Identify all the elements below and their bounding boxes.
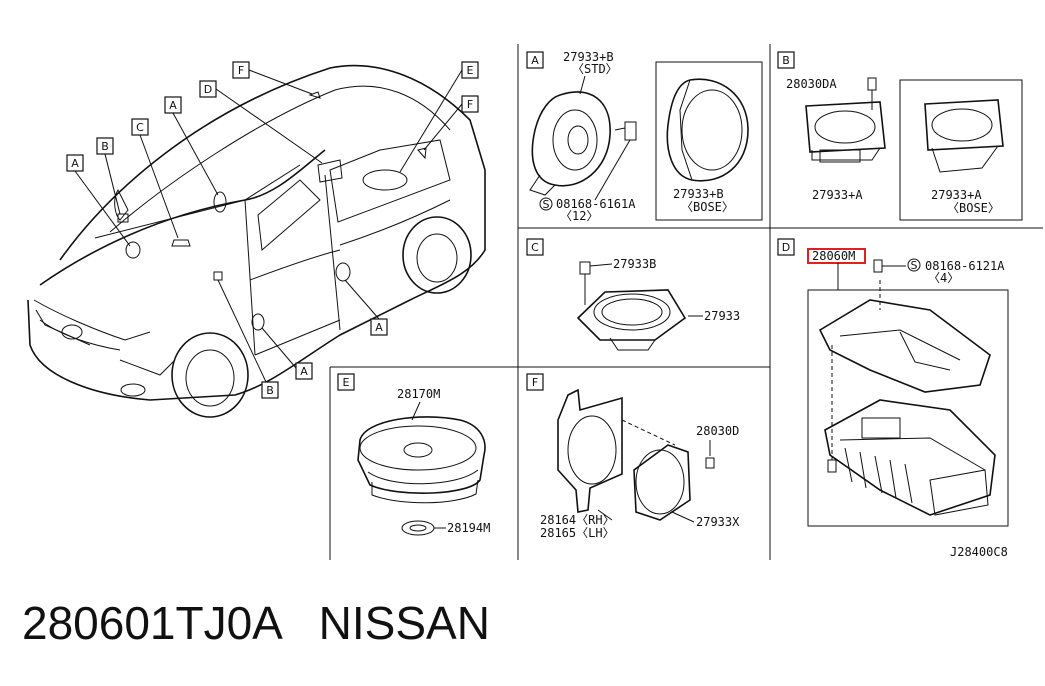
svg-text:〈12〉: 〈12〉 (560, 209, 598, 223)
speaker-bose-a (666, 78, 749, 182)
part-caption: 280601TJ0A NISSAN (22, 596, 490, 650)
callout-a-1: A (66, 154, 131, 247)
svg-text:E: E (467, 64, 474, 77)
callout-d: D (199, 80, 323, 164)
callout-f-1: F (232, 61, 313, 95)
svg-text:E: E (343, 376, 350, 389)
speaker-c (576, 289, 687, 351)
bolt-b (867, 77, 877, 91)
callout-e: E (399, 61, 479, 173)
amplifier-mark (317, 159, 343, 183)
bracket-f (557, 388, 623, 513)
svg-text:F: F (467, 98, 473, 111)
panel-d: D 28060M S 08168-6121A 〈4〉 (777, 238, 1009, 527)
speaker-f (633, 444, 691, 521)
svg-text:A: A (169, 99, 177, 112)
svg-text:〈STD〉: 〈STD〉 (572, 62, 618, 76)
svg-text:28030DA: 28030DA (786, 77, 837, 91)
svg-text:A: A (531, 54, 539, 67)
panel-a: A 27933+B 〈STD〉 S 08168-6161A 〈12〉 27933… (526, 50, 763, 223)
tweeter-b-rear (213, 271, 223, 281)
svg-text:C: C (136, 121, 144, 134)
svg-text:27933: 27933 (704, 309, 740, 323)
svg-text:S: S (911, 259, 918, 272)
svg-text:08168-6121A: 08168-6121A (925, 259, 1005, 273)
svg-text:28060M: 28060M (812, 249, 855, 263)
speaker-front-door-lower (251, 313, 265, 331)
svg-text:B: B (782, 54, 790, 67)
screw-a (624, 121, 637, 141)
callout-f-2: F (423, 95, 479, 151)
svg-text:B: B (266, 384, 274, 397)
svg-text:28164〈RH〉: 28164〈RH〉 (540, 513, 615, 527)
svg-text:27933B: 27933B (613, 257, 656, 271)
speaker-std (529, 91, 611, 196)
svg-text:A: A (300, 365, 308, 378)
svg-text:28194M: 28194M (447, 521, 490, 535)
svg-text:27933+A: 27933+A (812, 188, 863, 202)
panel-e: E 28170M 28194M (337, 373, 490, 536)
ring-e (401, 520, 435, 536)
svg-text:D: D (204, 83, 212, 96)
svg-text:27933X: 27933X (696, 515, 740, 529)
svg-text:27933+B: 27933+B (673, 187, 724, 201)
svg-text:28170M: 28170M (397, 387, 440, 401)
callout-b-2: B (217, 279, 279, 399)
svg-text:28165〈LH〉: 28165〈LH〉 (540, 526, 615, 540)
parts-diagram: A B C A D F E (27, 44, 1043, 560)
amplifier-unit (824, 399, 996, 516)
svg-text:08168-6161A: 08168-6161A (556, 197, 636, 211)
svg-text:27933+A: 27933+A (931, 188, 982, 202)
amplifier-bracket (818, 299, 991, 393)
svg-text:28030D: 28030D (696, 424, 739, 438)
svg-text:〈BOSE〉: 〈BOSE〉 (681, 200, 734, 214)
callout-a-4: A (261, 327, 313, 380)
panel-f: F 28030D 27933X 28164〈RH〉 28165〈LH〉 (526, 373, 740, 540)
svg-text:C: C (531, 241, 539, 254)
speaker-rear-door (335, 262, 351, 282)
speaker-front-door (125, 241, 141, 259)
woofer-e (357, 416, 486, 504)
panel-b: B 28030DA 27933+A 27933+A 〈BOSE〉 (777, 51, 1023, 221)
car-callouts: A B C A D F E (66, 61, 479, 399)
rear-pillar-mark (417, 147, 427, 160)
svg-text:B: B (101, 140, 109, 153)
speaker-std-b (805, 101, 886, 163)
bolt-f (705, 457, 715, 469)
callout-a-3: A (344, 279, 388, 336)
svg-text:A: A (71, 157, 79, 170)
screw-d (873, 259, 883, 273)
front-wheel (171, 332, 249, 418)
screw-d-lower (827, 459, 837, 473)
callout-a-2: A (164, 96, 219, 196)
panel-frames (329, 44, 1043, 560)
callout-b-1: B (96, 137, 121, 215)
car-illustration (27, 64, 486, 418)
tweeter-b (117, 213, 129, 223)
center-speaker (171, 239, 191, 247)
svg-text:〈4〉: 〈4〉 (928, 271, 959, 285)
roof-speaker-mark (308, 91, 321, 99)
svg-text:D: D (782, 241, 790, 254)
diagram-code: J28400C8 (950, 545, 1008, 559)
svg-text:A: A (375, 321, 383, 334)
svg-text:F: F (238, 64, 244, 77)
caption-spacer (280, 597, 318, 649)
rear-wheel (402, 216, 472, 294)
svg-text:〈BOSE〉: 〈BOSE〉 (947, 201, 1000, 215)
woofer-mark (362, 169, 408, 191)
svg-text:F: F (532, 376, 538, 389)
brand-name: NISSAN (318, 597, 490, 649)
bolt-c (579, 261, 591, 275)
callout-c: C (131, 118, 179, 239)
speaker-a-pillar (213, 191, 227, 213)
highlight-28060m (807, 248, 866, 264)
panel-c: C 27933B 27933 (526, 238, 740, 351)
svg-text:S: S (543, 198, 550, 211)
speaker-bose-b (924, 99, 1004, 173)
part-number: 280601TJ0A (22, 597, 281, 649)
svg-text:27933+B: 27933+B (563, 50, 614, 64)
